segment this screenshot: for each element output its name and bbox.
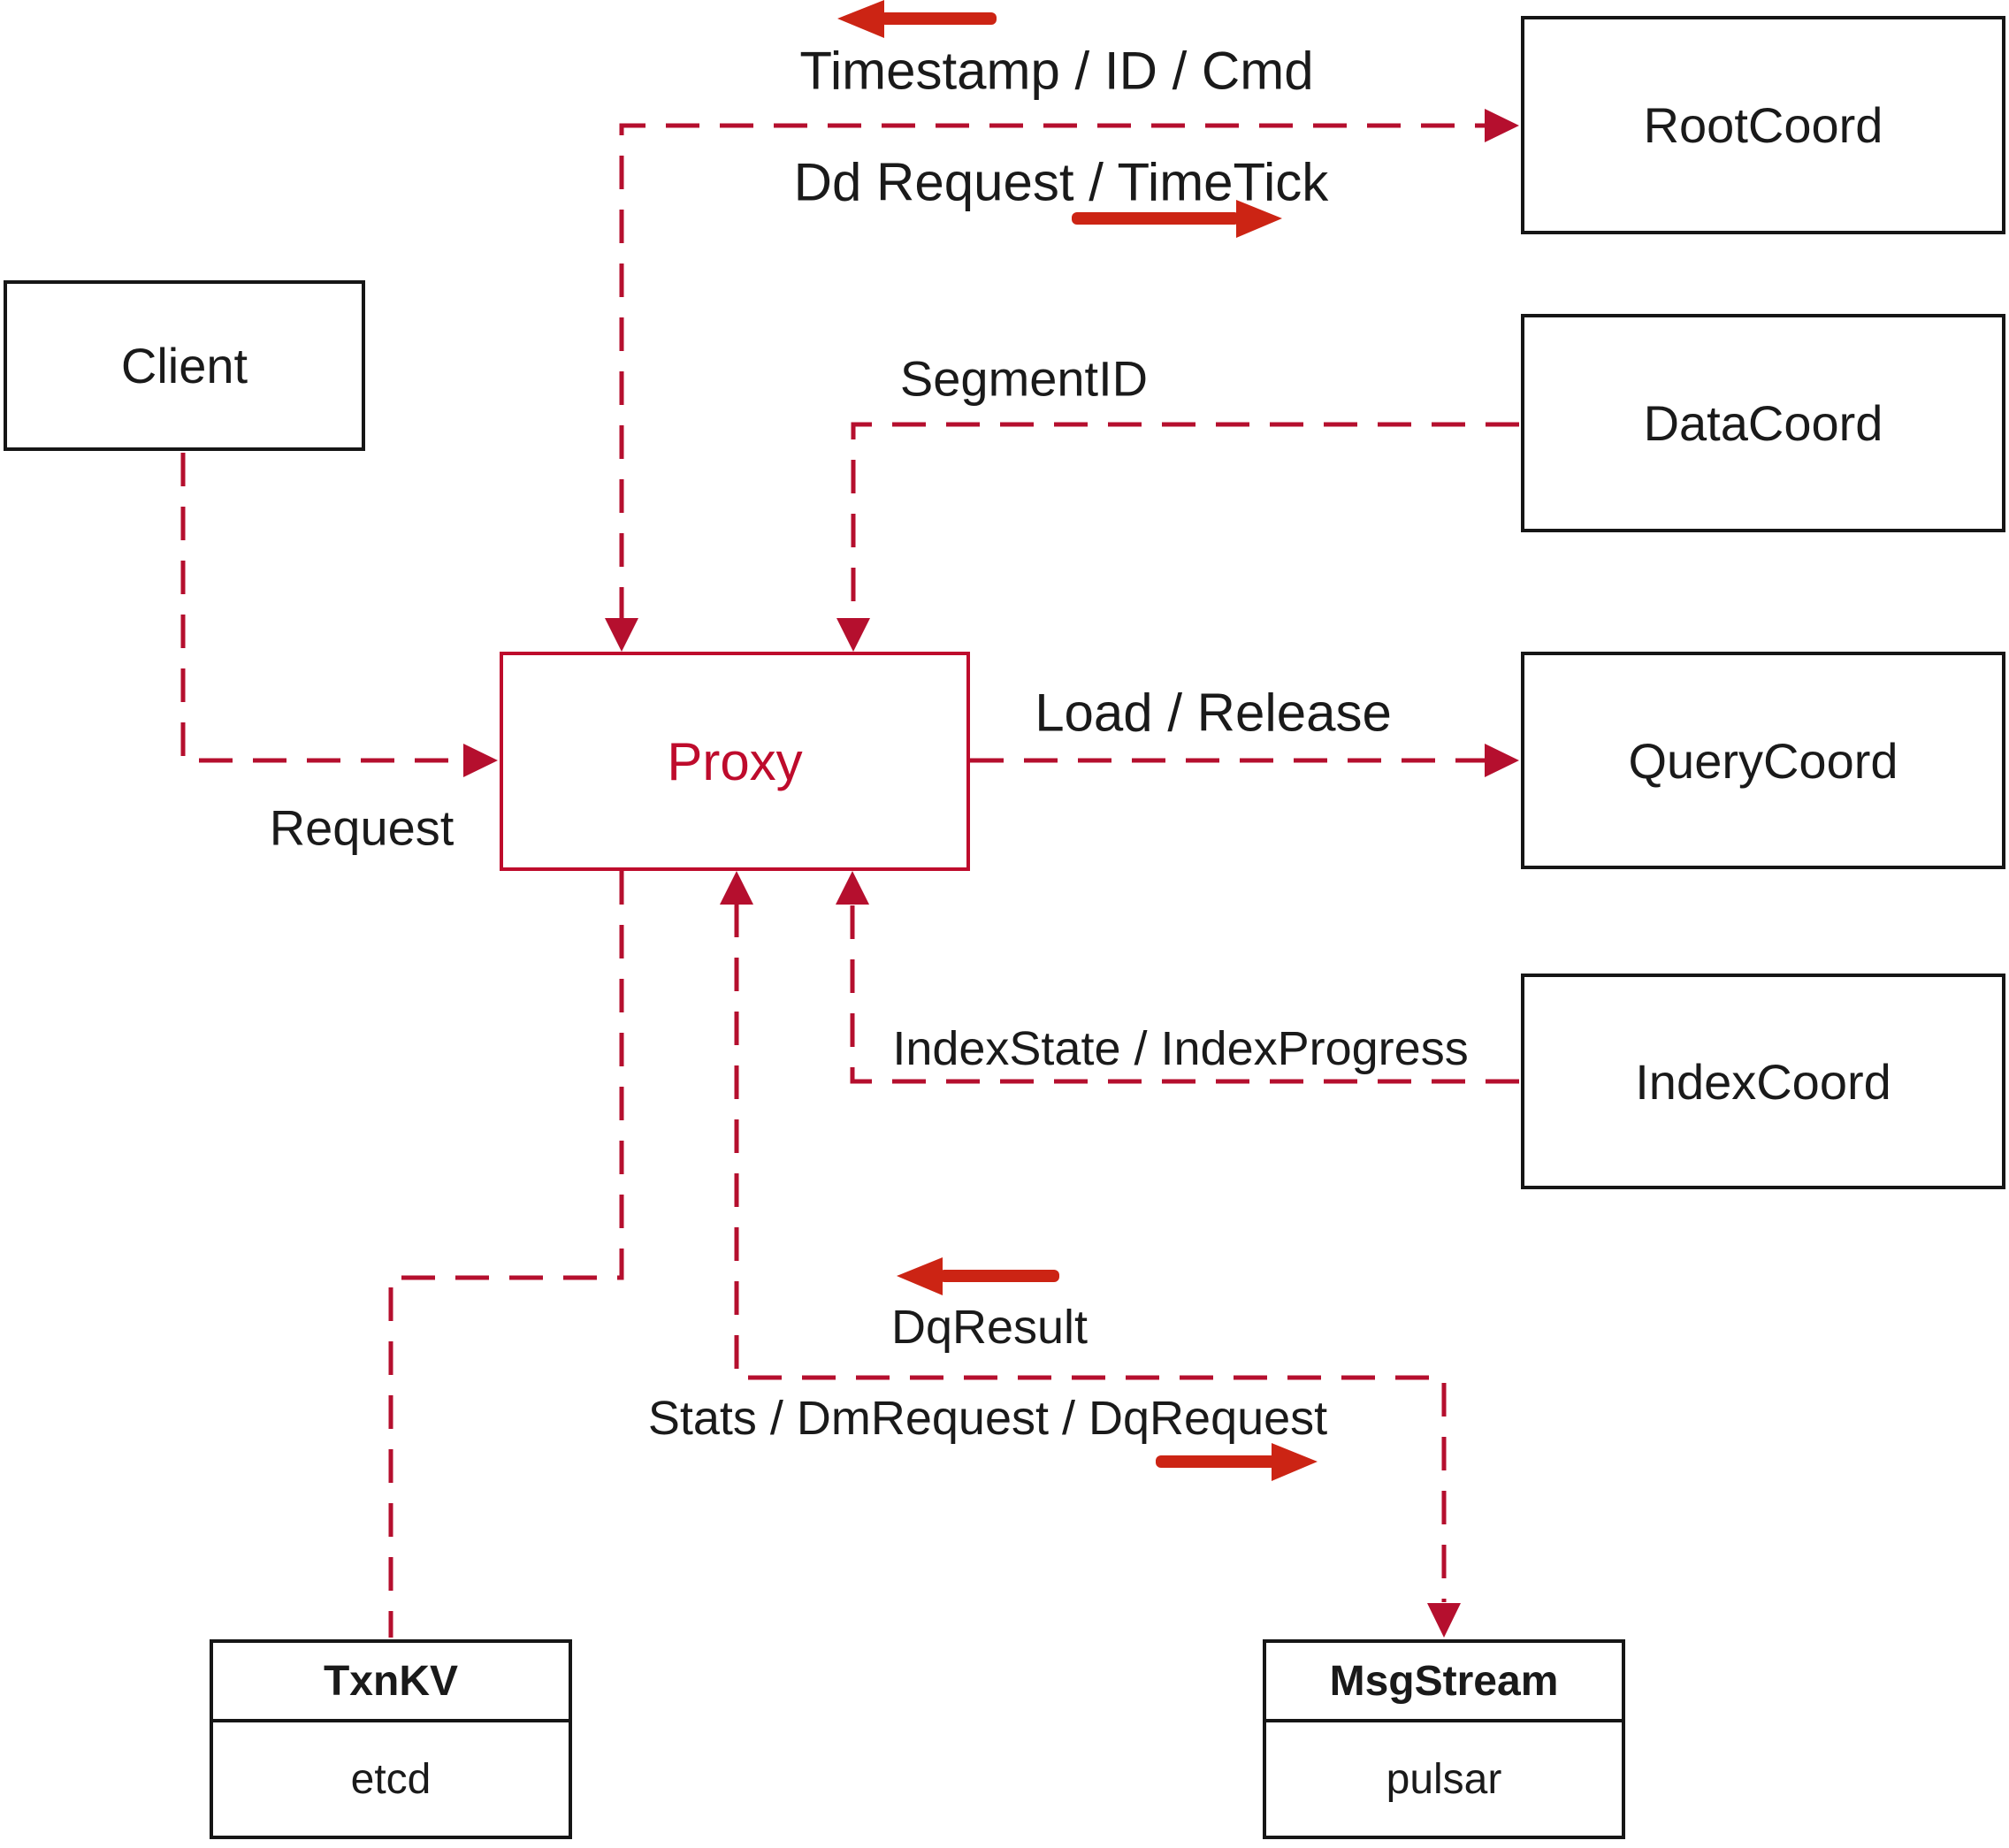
dqresult-direction-arrow-icon [897,1257,1059,1295]
stats-direction-arrow-icon [1156,1443,1318,1481]
rootcoord-label: RootCoord [1643,97,1883,153]
txnkv-node: TxnKV etcd [210,1639,572,1839]
client-label: Client [120,338,248,393]
arrowhead-icon [1485,744,1519,777]
arrowhead-icon [720,871,753,905]
arrowhead-icon [836,618,870,652]
edge-label-dd-request-timetick: Dd Request / TimeTick [793,152,1329,212]
datacoord-label: DataCoord [1643,395,1883,451]
edge-label-request: Request [269,799,455,856]
edge-proxy-rootcoord [619,123,1486,621]
proxy-label: Proxy [667,731,803,791]
arrowhead-icon [605,618,638,652]
proxy-node: Proxy [500,652,970,871]
edge-label-stats-dm-dq-request: Stats / DmRequest / DqRequest [647,1392,1328,1445]
edge-proxy-txnkv [388,871,624,1638]
edge-label-dq-result: DqResult [890,1301,1089,1354]
msgstream-title: MsgStream [1266,1643,1622,1722]
arrowhead-icon [463,744,498,777]
datacoord-node: DataCoord [1521,314,2005,532]
msgstream-node: MsgStream pulsar [1263,1639,1625,1839]
cmd-direction-arrow-icon [837,0,997,38]
txnkv-title: TxnKV [213,1643,569,1722]
msgstream-subtitle: pulsar [1386,1755,1502,1803]
edge-label-timestamp-id-cmd: Timestamp / ID / Cmd [799,41,1314,101]
arrowhead-icon [1427,1603,1461,1638]
edge-label-load-release: Load / Release [1035,683,1392,743]
arrowhead-icon [1485,109,1519,142]
rootcoord-node: RootCoord [1521,16,2005,234]
timetick-direction-arrow-icon [1072,200,1282,238]
edge-label-index-state-progress: IndexState / IndexProgress [892,1022,1469,1075]
edge-proxy-msgstream [734,904,1447,1602]
txnkv-subtitle: etcd [350,1755,432,1803]
client-node: Client [4,280,365,451]
edge-label-segment-id: SegmentID [899,350,1149,407]
indexcoord-node: IndexCoord [1521,974,2005,1189]
edge-indexcoord-proxy [850,904,1519,1084]
querycoord-label: QueryCoord [1628,732,1898,789]
querycoord-node: QueryCoord [1521,652,2005,869]
arrowhead-icon [836,871,869,905]
edge-datacoord-proxy [851,422,1519,621]
edge-client-proxy [180,453,466,763]
indexcoord-label: IndexCoord [1635,1053,1891,1110]
